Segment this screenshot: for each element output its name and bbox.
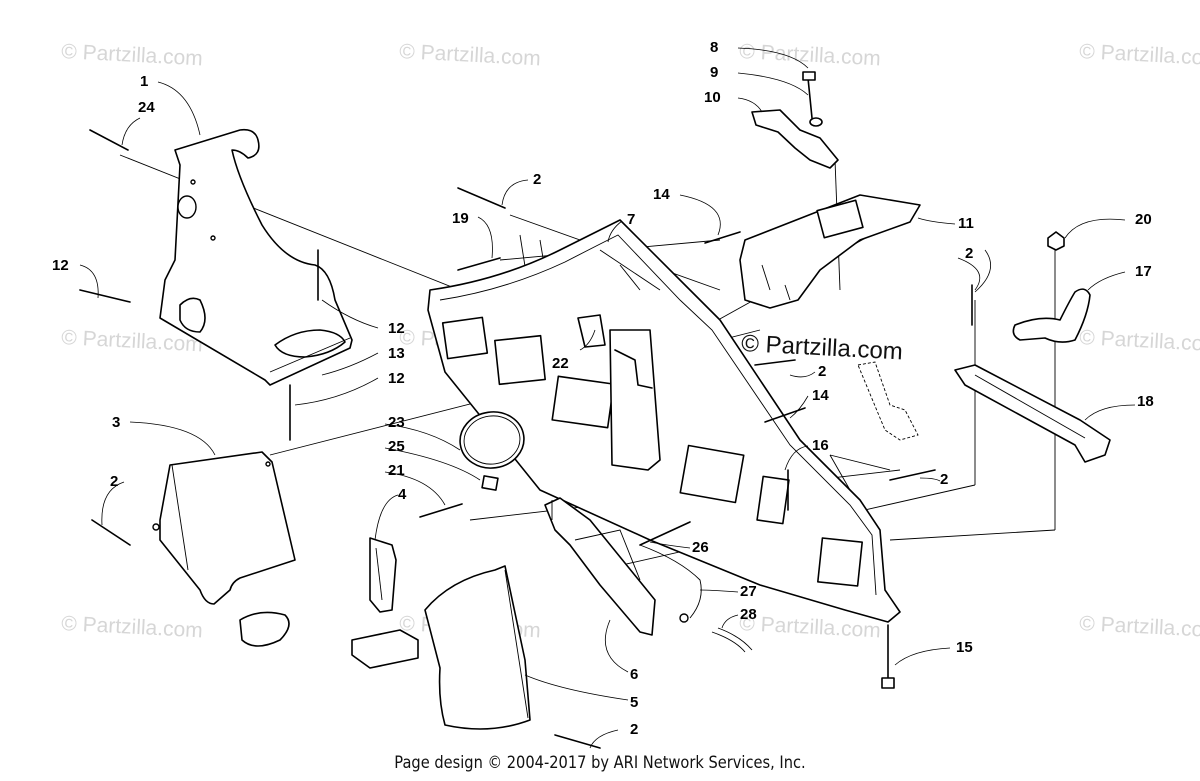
- callout-label: 8: [710, 39, 719, 56]
- callout-label: 5: [630, 694, 639, 711]
- callout-label: 26: [692, 539, 709, 556]
- callout-label: 1: [140, 73, 149, 90]
- callout-label: 2: [630, 721, 639, 738]
- part-5-panel: [351, 565, 531, 730]
- callout-label: 2: [818, 363, 827, 380]
- callout-label: 15: [956, 639, 973, 656]
- callout-label: 2: [533, 171, 542, 188]
- callout-label: 13: [388, 345, 405, 362]
- part-3-shield: [152, 451, 296, 647]
- callout-label: 17: [1135, 263, 1152, 280]
- part-11-plate: [739, 194, 921, 309]
- callout-label: 2: [965, 245, 974, 262]
- callout-label: 18: [1137, 393, 1154, 410]
- callout-label: 14: [812, 387, 829, 404]
- part-17-handle: [1012, 288, 1091, 343]
- callout-label: 12: [388, 370, 405, 387]
- part-7-main-frame: [427, 219, 901, 623]
- callout-label: 14: [653, 186, 670, 203]
- part-23-ring: [459, 411, 525, 491]
- callout-label: 24: [138, 99, 155, 116]
- part-16-component: [857, 361, 919, 441]
- callout-label: 6: [630, 666, 639, 683]
- callout-label: 20: [1135, 211, 1152, 228]
- callout-label: 10: [704, 89, 721, 106]
- callout-label: 2: [940, 471, 949, 488]
- part-4-bracket: [369, 537, 397, 613]
- callout-label: 2: [110, 473, 119, 490]
- part-1-side-panel: [159, 128, 353, 386]
- callout-label: 12: [388, 320, 405, 337]
- callout-label: 27: [740, 583, 757, 600]
- callout-label: 3: [112, 414, 121, 431]
- copyright-footer: Page design © 2004-2017 by ARI Network S…: [394, 753, 806, 773]
- callout-label: 22: [552, 355, 569, 372]
- callout-label: 16: [812, 437, 829, 454]
- callout-label: 21: [388, 462, 405, 479]
- callout-leaders: [79, 47, 1136, 749]
- callout-label: 11: [958, 215, 974, 232]
- fasteners: [289, 71, 1065, 689]
- callout-label: 23: [388, 414, 405, 431]
- callout-label: 25: [388, 438, 405, 455]
- part-27-cable: [639, 544, 753, 653]
- callout-label: 12: [52, 257, 69, 274]
- callout-label: 28: [740, 606, 757, 623]
- callout-label: 7: [627, 211, 636, 228]
- part-6-bracket: [544, 497, 656, 636]
- part-18-rail: [954, 364, 1111, 463]
- part-10-bracket: [751, 109, 839, 169]
- callout-label: 9: [710, 64, 719, 81]
- callout-label: 4: [398, 486, 407, 503]
- callout-label: 19: [452, 210, 469, 227]
